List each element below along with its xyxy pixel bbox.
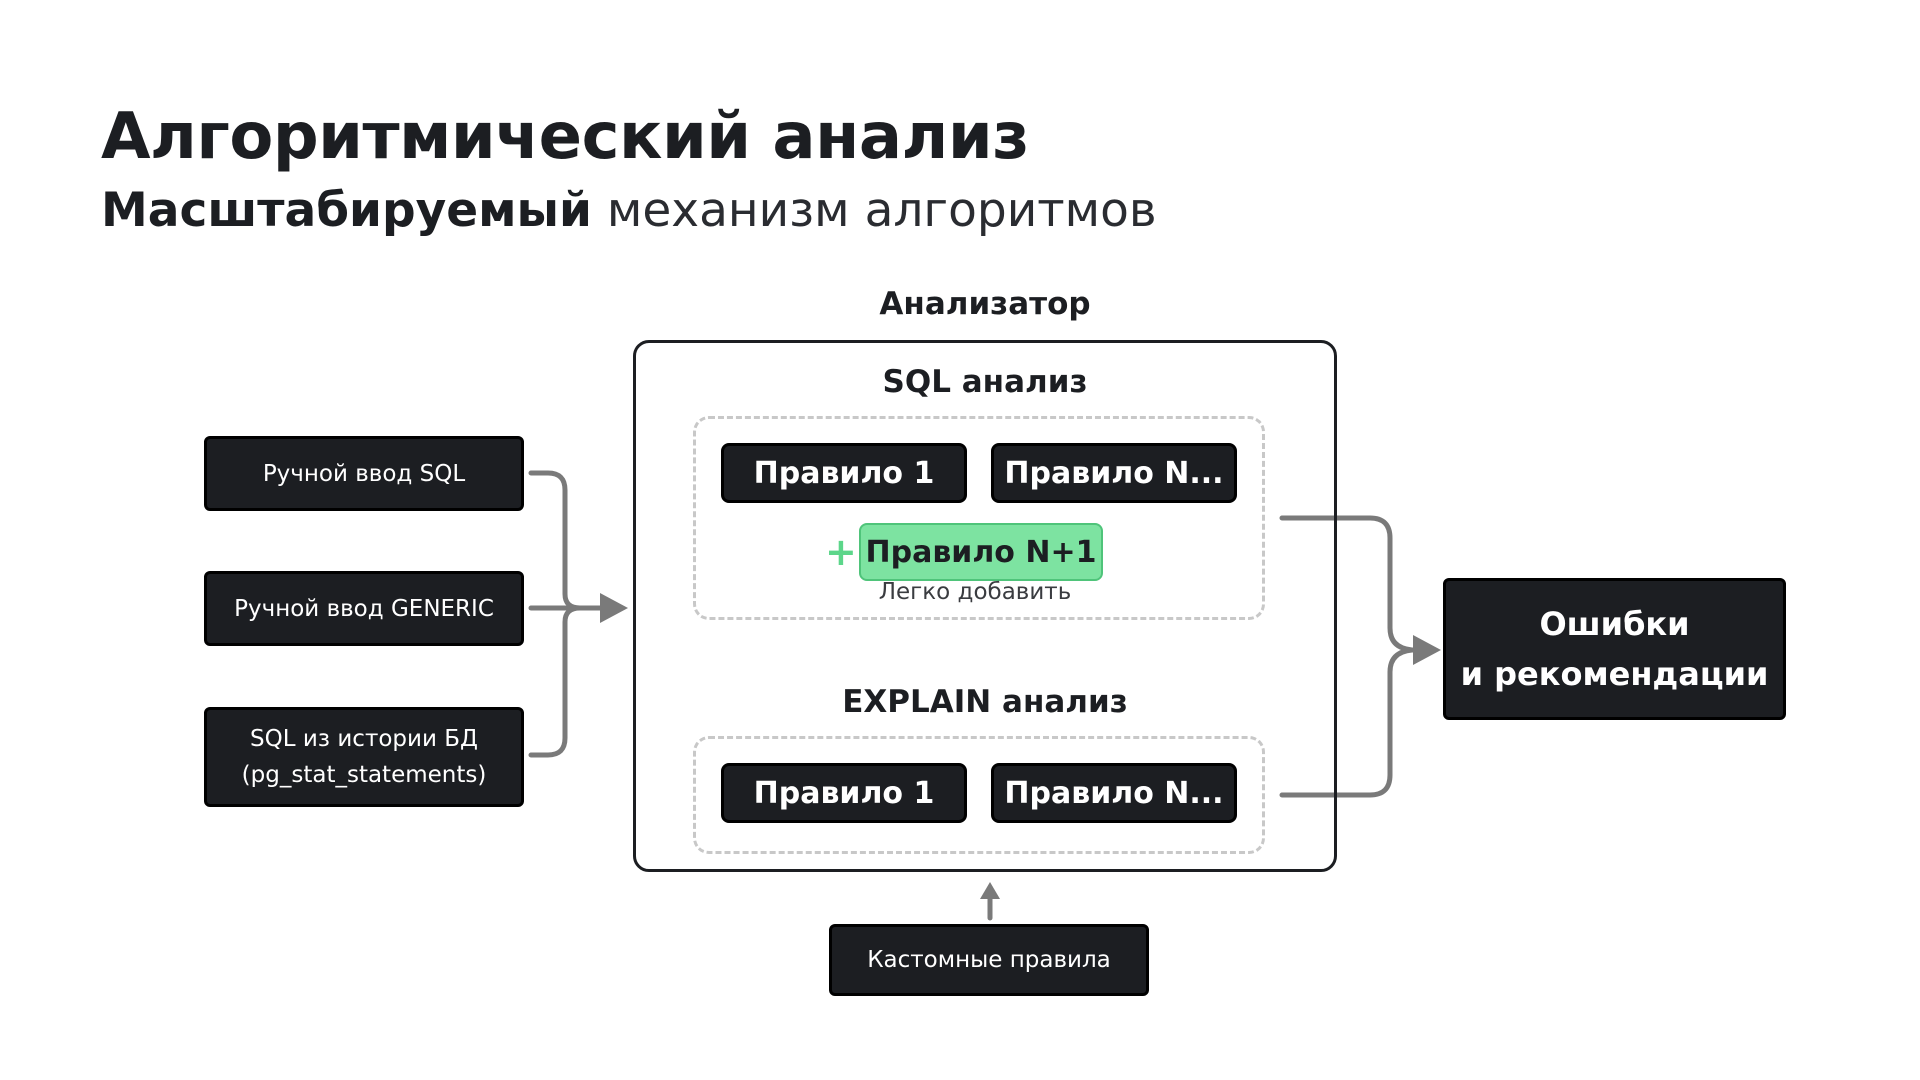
input-db-history-line1: SQL из истории БД	[250, 726, 478, 752]
input-manual-sql: Ручной ввод SQL	[204, 436, 524, 511]
subtitle-rest: механизм алгоритмов	[591, 183, 1157, 238]
explain-section-box	[693, 736, 1265, 854]
sql-rule-1-label: Правило 1	[753, 455, 935, 491]
arrowhead-to-output	[1413, 635, 1441, 665]
analyzer-label: Анализатор	[879, 286, 1091, 322]
sql-rule-new-label: Правило N+1	[865, 534, 1097, 570]
input-manual-generic-label: Ручной ввод GENERIC	[234, 595, 494, 622]
sql-rule-1: Правило 1	[721, 443, 967, 503]
custom-rules-label: Кастомные правила	[867, 947, 1111, 973]
arrow-from-manual-sql	[528, 470, 610, 611]
analyzer-box	[633, 340, 1337, 872]
sql-section-label: SQL анализ	[882, 364, 1088, 400]
explain-section-label: EXPLAIN анализ	[842, 684, 1128, 720]
input-manual-sql-label: Ручной ввод SQL	[262, 460, 466, 487]
arrow-from-explain-section	[1279, 647, 1415, 798]
new-rule-hint: Легко добавить	[878, 579, 1072, 605]
page-subtitle: Масштабируемый механизм алгоритмов	[101, 183, 1157, 238]
page-title: Алгоритмический анализ	[101, 100, 1029, 174]
sql-rule-n-label: Правило N...	[1004, 455, 1224, 491]
output-line2: и рекомендации	[1460, 655, 1769, 693]
sql-rule-n: Правило N...	[991, 443, 1237, 503]
input-manual-generic: Ручной ввод GENERIC	[204, 571, 524, 646]
sql-section-box	[693, 416, 1265, 620]
input-db-history: SQL из истории БД (pg_stat_statements)	[204, 707, 524, 807]
sql-rule-new: Правило N+1	[859, 523, 1103, 581]
arrowhead-custom-rules	[980, 882, 1000, 899]
arrow-from-db-history	[528, 605, 583, 758]
arrowhead-to-analyzer	[600, 593, 628, 623]
output-box: Ошибки и рекомендации	[1443, 578, 1786, 720]
explain-rule-1: Правило 1	[721, 763, 967, 823]
plus-icon: +	[825, 530, 857, 574]
input-db-history-line2: (pg_stat_statements)	[241, 762, 487, 788]
explain-rule-n-label: Правило N...	[1004, 775, 1224, 811]
subtitle-bold: Масштабируемый	[101, 183, 592, 238]
arrow-from-sql-section	[1279, 515, 1417, 653]
explain-rule-n: Правило N...	[991, 763, 1237, 823]
explain-rule-1-label: Правило 1	[753, 775, 935, 811]
output-line1: Ошибки	[1539, 605, 1690, 643]
custom-rules-box: Кастомные правила	[829, 924, 1149, 996]
